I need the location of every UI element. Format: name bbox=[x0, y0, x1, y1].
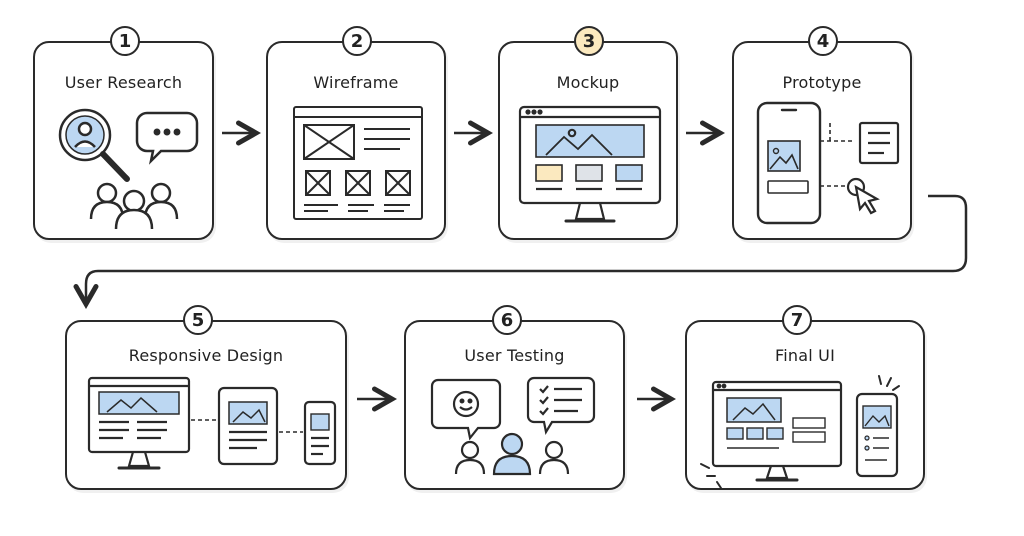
final-phone-icon bbox=[855, 392, 899, 478]
user-group-icon bbox=[89, 182, 179, 230]
step-title: Responsive Design bbox=[128, 346, 284, 365]
smiley-speech-icon bbox=[430, 378, 502, 441]
final-desktop-icon bbox=[711, 380, 843, 482]
step-card-mockup: 3 Mockup bbox=[498, 26, 678, 240]
step-badge: 4 bbox=[808, 26, 838, 56]
cursor-icon bbox=[846, 177, 880, 215]
prototype-illustration bbox=[756, 101, 900, 225]
responsive-devices-illustration bbox=[87, 376, 337, 470]
step-badge: 7 bbox=[782, 305, 812, 335]
step-card-user-testing: 6 User Testing bbox=[404, 305, 625, 490]
wireframe-illustration bbox=[293, 106, 423, 220]
magnifier-user-icon bbox=[58, 108, 130, 182]
sparkle-lines bbox=[700, 375, 900, 489]
step-title: Mockup bbox=[556, 73, 620, 92]
step-badge: 2 bbox=[342, 26, 372, 56]
desktop-icon bbox=[87, 376, 191, 470]
tablet-icon bbox=[217, 386, 279, 466]
step-card-responsive-design: 5 Responsive Design bbox=[65, 305, 347, 490]
step-badge: 5 bbox=[183, 305, 213, 335]
final-ui-illustration bbox=[700, 375, 900, 489]
user-research-illustration bbox=[58, 108, 199, 230]
mockup-monitor-illustration bbox=[518, 105, 662, 223]
step-card-wireframe: 2 Wireframe bbox=[266, 26, 446, 240]
step-card-user-research: 1 User Research bbox=[33, 26, 214, 240]
connection-lines bbox=[820, 121, 854, 187]
step-title: Wireframe bbox=[313, 73, 399, 92]
chat-bubble-icon bbox=[135, 111, 199, 165]
step-badge: 6 bbox=[492, 305, 522, 335]
step-title: User Testing bbox=[464, 346, 565, 365]
step-card-final-ui: 7 Final UI bbox=[685, 305, 925, 490]
mobile-icon bbox=[303, 400, 337, 466]
step-title: Final UI bbox=[775, 346, 835, 365]
test-users-icon bbox=[454, 432, 570, 476]
step-badge: 3 bbox=[574, 26, 604, 56]
step-card-prototype: 4 Prototype bbox=[732, 26, 912, 240]
user-testing-illustration bbox=[430, 376, 596, 476]
step-title: User Research bbox=[64, 73, 183, 92]
step-badge: 1 bbox=[110, 26, 140, 56]
step-title: Prototype bbox=[782, 73, 862, 92]
checklist-speech-icon bbox=[526, 376, 596, 436]
phone-icon bbox=[756, 101, 822, 225]
popup-card-icon bbox=[858, 121, 900, 165]
arrow-4-to-5 bbox=[86, 194, 968, 304]
